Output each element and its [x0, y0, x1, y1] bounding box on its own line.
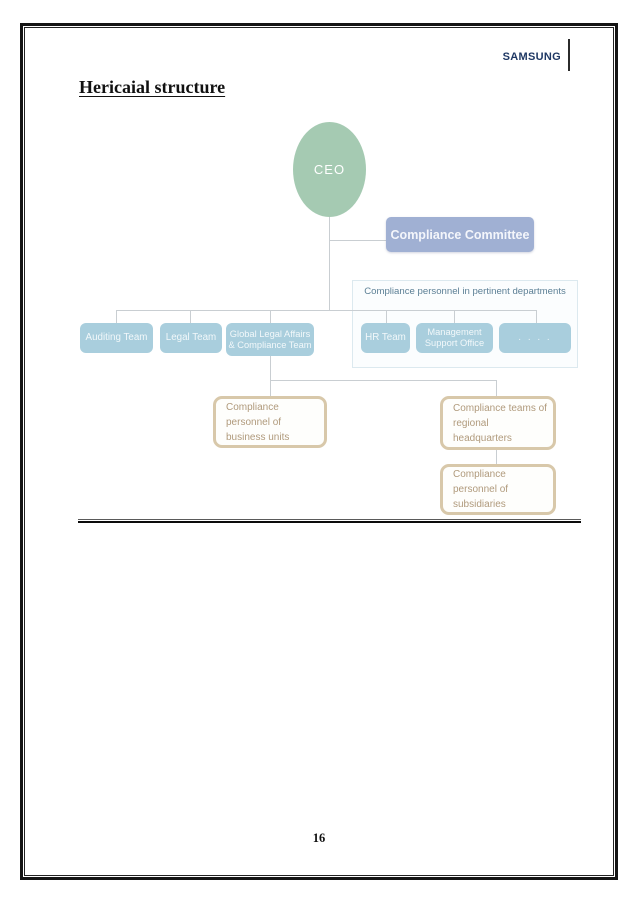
header-divider — [568, 39, 570, 71]
page-number: 16 — [312, 831, 326, 845]
org-chart: Compliance personnel in pertinent depart… — [25, 28, 613, 875]
connector-drop-global — [270, 310, 271, 323]
connector-drop-auditing — [116, 310, 117, 323]
node-global-legal-affairs: Global Legal Affairs & Compliance Team — [226, 323, 314, 356]
node-compliance-committee: Compliance Committee — [386, 217, 534, 252]
node-hr-team: HR Team — [361, 323, 410, 353]
node-management-support-office: Management Support Office — [416, 323, 493, 353]
node-business-units-personnel: Compliance personnel of business units — [213, 396, 327, 448]
node-other-departments: . . . . — [499, 323, 571, 353]
node-subsidiaries-personnel: Compliance personnel of subsidiaries — [440, 464, 556, 515]
node-auditing-team: Auditing Team — [80, 323, 153, 353]
document-page: SAMSUNG Hericaial structure Compliance p… — [20, 23, 618, 880]
connector-drop-dots — [536, 310, 537, 323]
connector-ceo-vertical — [329, 217, 330, 310]
page-title: Hericaial structure — [79, 77, 226, 97]
node-regional-headquarters-teams: Compliance teams of regional headquarter… — [440, 396, 556, 450]
connector-drop-hr — [386, 310, 387, 323]
connector-drop-mgmt — [454, 310, 455, 323]
connector-main-branch — [116, 310, 536, 311]
brand-samsung: SAMSUNG — [502, 51, 561, 63]
connector-global-down — [270, 356, 271, 396]
content-divider — [78, 519, 581, 523]
connector-regional-subsidiaries — [496, 450, 497, 464]
connector-ceo-committee — [329, 240, 386, 241]
connector-sub-branch — [270, 380, 497, 381]
node-ceo: CEO — [293, 122, 366, 217]
node-legal-team: Legal Team — [160, 323, 222, 353]
pertinent-departments-label: Compliance personnel in pertinent depart… — [364, 286, 566, 297]
connector-drop-legal — [190, 310, 191, 323]
connector-drop-regional — [496, 380, 497, 396]
